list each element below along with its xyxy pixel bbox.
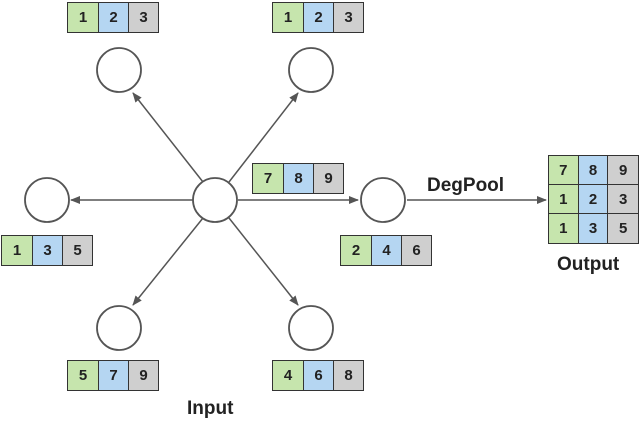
bottom-left-node (96, 305, 142, 351)
vector-cell: 3 (333, 3, 363, 32)
vector-right-below: 2 4 6 (340, 235, 432, 266)
output-matrix: 7 8 9 1 2 3 1 3 5 (548, 155, 639, 244)
top-right-node (288, 47, 334, 93)
vector-top-right: 1 2 3 (272, 2, 364, 33)
vector-bottom-right: 4 6 8 (272, 360, 364, 391)
vector-bottom-left: 5 7 9 (67, 360, 159, 391)
matrix-cell: 3 (578, 214, 609, 243)
vector-cell: 2 (341, 236, 371, 265)
vector-cell: 1 (273, 3, 303, 32)
center-node (192, 177, 238, 223)
output-label: Output (557, 254, 620, 275)
vector-cell: 4 (273, 361, 303, 390)
vector-cell: 7 (253, 164, 283, 193)
vector-left: 1 3 5 (1, 235, 93, 266)
matrix-cell: 1 (549, 214, 579, 243)
right-node (360, 177, 406, 223)
vector-cell: 6 (303, 361, 333, 390)
top-left-node (96, 47, 142, 93)
edge-to-bottom-right-node (228, 217, 299, 306)
vector-cell: 9 (128, 361, 158, 390)
vector-cell: 1 (2, 236, 32, 265)
vector-cell: 5 (62, 236, 92, 265)
matrix-cell: 7 (549, 156, 579, 185)
edge-to-bottom-left-node (132, 217, 204, 306)
degpool-label: DegPool (427, 175, 505, 196)
vector-cell: 9 (313, 164, 343, 193)
matrix-cell: 9 (608, 156, 638, 185)
matrix-cell: 1 (549, 185, 579, 214)
vector-cell: 1 (68, 3, 98, 32)
vector-cell: 2 (303, 3, 333, 32)
vector-cell: 8 (283, 164, 313, 193)
matrix-cell: 3 (608, 185, 638, 214)
vector-cell: 4 (371, 236, 401, 265)
matrix-cell: 5 (608, 214, 638, 243)
matrix-cell: 8 (578, 156, 609, 185)
vector-cell: 6 (401, 236, 431, 265)
left-node (24, 177, 70, 223)
matrix-cell: 2 (578, 185, 609, 214)
vector-center-right: 7 8 9 (252, 163, 344, 194)
input-label: Input (187, 398, 234, 419)
vector-cell: 8 (333, 361, 363, 390)
edge-to-top-left-node (132, 92, 204, 183)
vector-cell: 2 (98, 3, 128, 32)
bottom-right-node (288, 305, 334, 351)
vector-cell: 7 (98, 361, 128, 390)
vector-cell: 5 (68, 361, 98, 390)
edge-to-top-right-node (228, 92, 299, 183)
vector-cell: 3 (128, 3, 158, 32)
vector-top-left: 1 2 3 (67, 2, 159, 33)
vector-cell: 3 (32, 236, 62, 265)
